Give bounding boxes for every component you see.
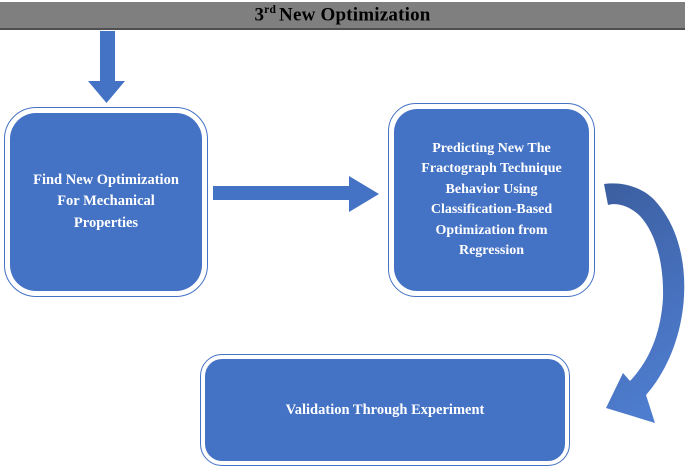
curved-down-arrow-icon (604, 183, 685, 423)
flow-box-validation-experiment-body: Validation Through Experiment (205, 359, 565, 461)
box-text-line: Properties (73, 214, 139, 231)
box-text-line: Predicting New The (432, 140, 551, 156)
flow-box-find-optimization-body: Find New Optimization For Mechanical Pro… (10, 113, 202, 291)
right-arrow-icon (213, 176, 379, 212)
flow-box-find-optimization: Find New Optimization For Mechanical Pro… (4, 107, 208, 297)
title-text: New Optimization (279, 4, 431, 26)
box-text-line: Regression (458, 243, 525, 258)
box-text-line: Find New Optimization (33, 171, 179, 188)
flow-box-validation-experiment: Validation Through Experiment (200, 354, 570, 466)
box-text-line: For Mechanical (57, 193, 155, 210)
flow-box-predicting-fractograph: Predicting New The Fractograph Technique… (388, 103, 595, 297)
flow-box-predicting-fractograph-body: Predicting New The Fractograph Technique… (394, 109, 589, 291)
down-arrow-icon (88, 31, 125, 103)
box-text-line: Optimization from (435, 222, 548, 238)
box-text-line: Fractograph Technique (421, 161, 562, 176)
title-ordinal: rd (264, 4, 277, 17)
box-text-line: Validation Through Experiment (285, 401, 485, 418)
box-text-line: Behavior Using (445, 181, 538, 197)
title-number: 3 (254, 4, 265, 26)
box-text-line: Classification-Based (430, 202, 553, 217)
